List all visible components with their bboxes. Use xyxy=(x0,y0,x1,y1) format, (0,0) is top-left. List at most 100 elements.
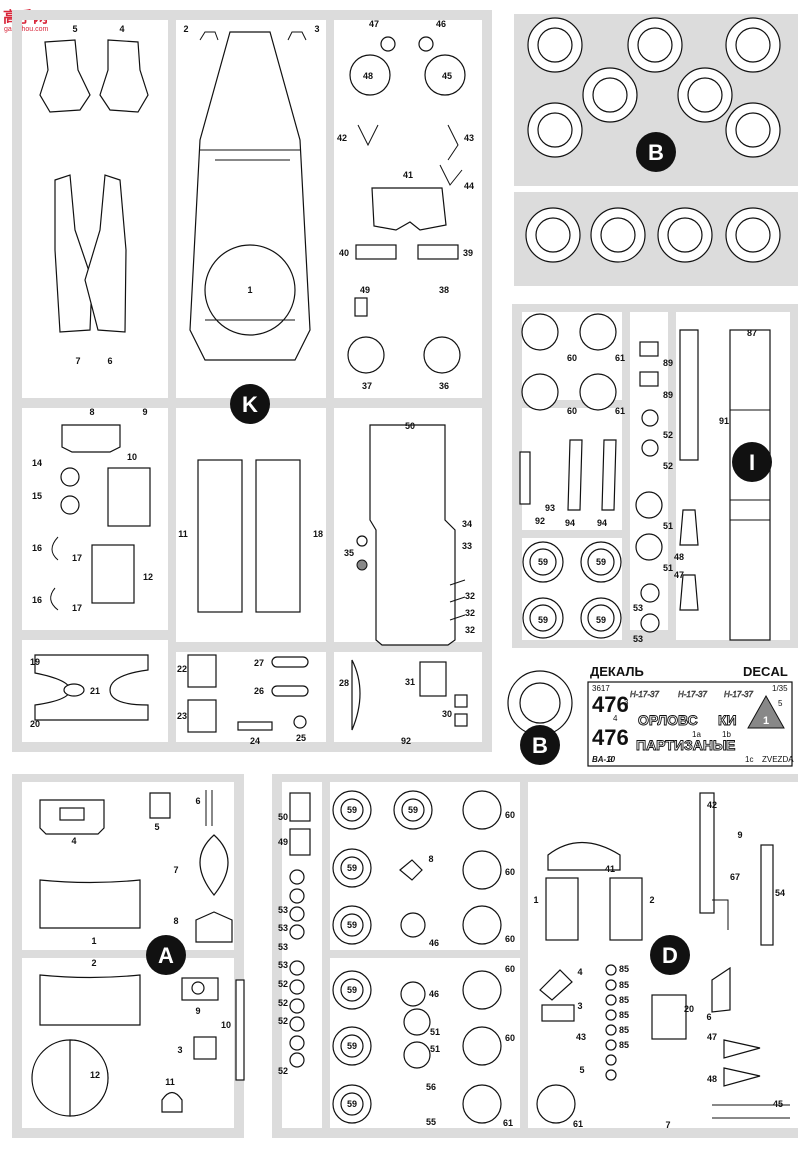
sprue-d-badge xyxy=(650,935,690,975)
part-number-label: 45 xyxy=(442,71,452,81)
part-number-label: 51 xyxy=(430,1027,440,1037)
decal-header-en: DECAL xyxy=(743,664,788,679)
part-54 xyxy=(760,844,774,946)
part-4 xyxy=(539,969,573,1001)
part-22 xyxy=(187,654,217,688)
tyre-hub-recess xyxy=(592,77,628,113)
part-number-label: 44 xyxy=(464,181,474,191)
part-number-label: 85 xyxy=(619,980,629,990)
part-51a xyxy=(635,491,663,519)
wheel-rim-inner xyxy=(529,548,557,576)
sprue-b2-letter: B xyxy=(532,733,548,758)
part-number-label: 10 xyxy=(221,1020,231,1030)
sprue-a-badge xyxy=(146,935,186,975)
part-50-floor xyxy=(369,424,456,646)
part-number-label: 56 xyxy=(426,1082,436,1092)
part-8 xyxy=(399,859,423,881)
decal-sheet: ДЕКАЛЬ DECAL 3617 1/35 476 476 Н-17-37 Н… xyxy=(587,664,794,767)
part-number-label: 51 xyxy=(663,563,673,573)
wheel-hub xyxy=(462,1084,502,1124)
part-number-label: 20 xyxy=(684,1004,694,1014)
part-number-label: 5 xyxy=(154,822,159,832)
tyre-hub-recess xyxy=(537,112,573,148)
decal-number-b: 476 xyxy=(592,725,629,750)
part-number-label: 11 xyxy=(165,1077,175,1087)
part-number-label: 47 xyxy=(674,570,684,580)
part-53a xyxy=(640,583,660,603)
part-number-label: 85 xyxy=(619,1010,629,1020)
part-number-label: 25 xyxy=(296,733,306,743)
part-20 xyxy=(651,994,687,1040)
part-23 xyxy=(187,699,217,733)
part-number-label: 85 xyxy=(619,1040,629,1050)
part-number-label: 43 xyxy=(464,133,474,143)
part-number-label: 1c xyxy=(745,755,753,764)
part-number-label: 4 xyxy=(577,967,582,977)
sprue-i-letter: I xyxy=(749,450,755,475)
part-number-label: 46 xyxy=(436,19,446,29)
small-cap xyxy=(605,979,617,991)
part-number-label: 60 xyxy=(567,406,577,416)
part-25 xyxy=(293,715,307,729)
part-number-label: 36 xyxy=(439,381,449,391)
part-number-label: 2 xyxy=(649,895,654,905)
part-number-label: 49 xyxy=(278,837,288,847)
hub-46 xyxy=(400,981,426,1007)
part-number-label: 59 xyxy=(347,1041,357,1051)
sprue-b-letter: B xyxy=(648,140,664,165)
part-number-label: 51 xyxy=(430,1044,440,1054)
part-number-label: 39 xyxy=(463,248,473,258)
tyre-hub-recess xyxy=(537,27,573,63)
part-number-label: 34 xyxy=(462,519,472,529)
part-35a xyxy=(356,535,368,547)
part-41 xyxy=(547,841,621,871)
part-number-label: 5 xyxy=(778,699,783,708)
decal-reg-1: Н-17-37 xyxy=(630,690,659,699)
part-number-label: 35 xyxy=(344,548,354,558)
part-40 xyxy=(355,244,397,260)
part-35b xyxy=(356,559,368,571)
part-number-label: 55 xyxy=(426,1117,436,1127)
part-94a xyxy=(567,439,583,511)
wheel-hub xyxy=(579,313,617,351)
decal-text-ki: КИ xyxy=(718,712,737,728)
part-number-label: 85 xyxy=(619,1025,629,1035)
part-number-label: 38 xyxy=(439,285,449,295)
small-cap xyxy=(605,1024,617,1036)
part-number-label: 53 xyxy=(278,942,288,952)
part-number-label: 94 xyxy=(597,518,607,528)
part-number-label: 47 xyxy=(707,1032,717,1042)
sprue-b-badge xyxy=(636,132,676,172)
part-number-label: 59 xyxy=(596,557,606,567)
part-number-label: 52 xyxy=(278,1016,288,1026)
part-number-label: 60 xyxy=(505,810,515,820)
part-8 xyxy=(61,424,121,453)
part-number-label: 52 xyxy=(278,998,288,1008)
part-28 xyxy=(351,659,361,731)
part-number-label: 60 xyxy=(505,964,515,974)
wheel-hub xyxy=(536,1084,576,1124)
small-hub xyxy=(289,979,305,995)
part-number-label: 42 xyxy=(337,133,347,143)
watermark-url: gao-shou.com xyxy=(4,26,49,33)
part-number-label: 60 xyxy=(505,867,515,877)
part-6 xyxy=(711,966,731,1013)
part-number-label: 11 xyxy=(178,529,188,539)
hub-51 xyxy=(403,1041,431,1069)
small-cap xyxy=(605,1054,617,1066)
decal-text-orlov: ОРЛОВС xyxy=(638,712,698,728)
part-number-label: 8 xyxy=(428,854,433,864)
small-hub xyxy=(289,1035,305,1051)
tyre-inner xyxy=(340,1092,364,1116)
part-number-label: 2 xyxy=(183,24,188,34)
part-number-label: 48 xyxy=(363,71,373,81)
part-number-label: 89 xyxy=(663,390,673,400)
part-number-label: 59 xyxy=(538,557,548,567)
decal-code: 3617 xyxy=(592,684,610,693)
